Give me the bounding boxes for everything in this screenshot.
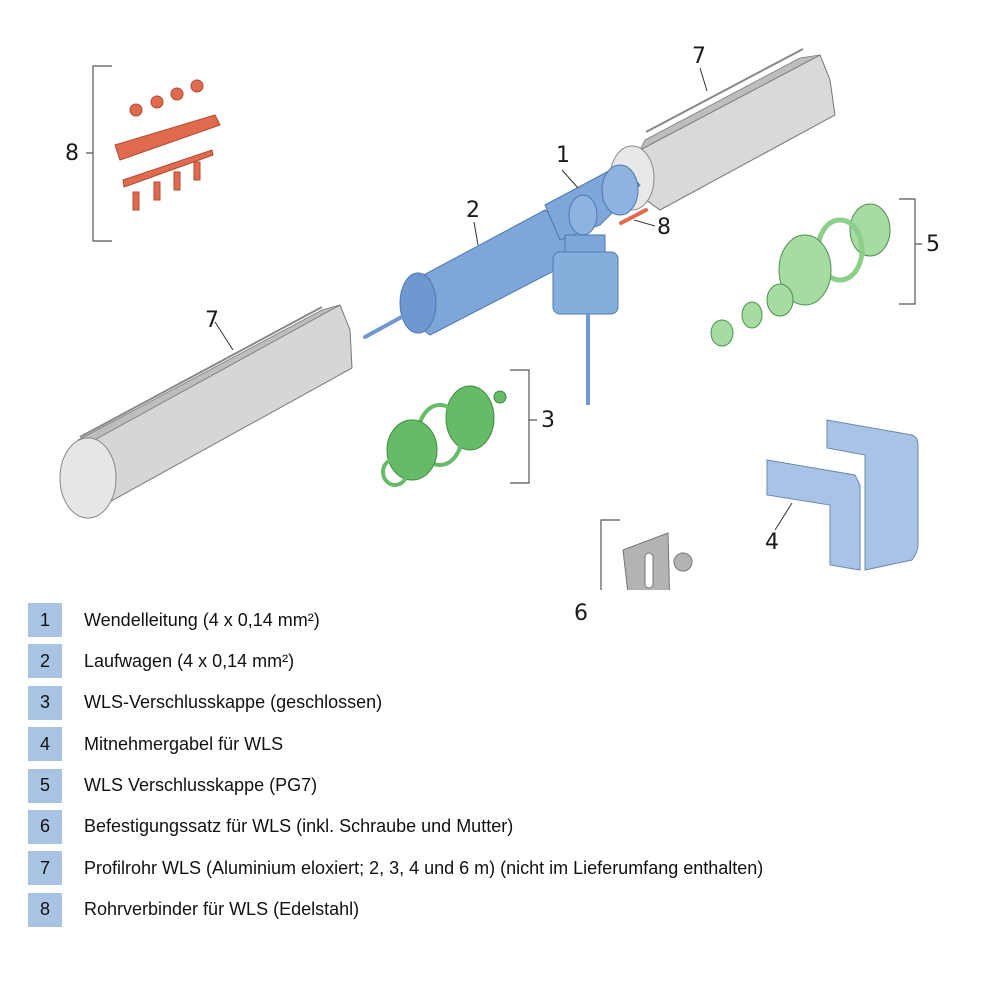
legend-label: WLS Verschlusskappe (PG7): [84, 775, 318, 796]
leader-7-top: [699, 67, 708, 92]
callout-5: 5: [926, 232, 940, 257]
legend-number-badge: 6: [28, 809, 62, 844]
driver-fork: [766, 419, 919, 571]
legend-item: 6 Befestigungssatz für WLS (inkl. Schrau…: [28, 809, 988, 844]
legend-number-badge: 2: [28, 644, 62, 679]
bracket-8: [86, 65, 112, 242]
legend-item: 3 WLS-Verschlusskappe (geschlossen): [28, 685, 988, 720]
exploded-view-diagram: [59, 48, 922, 590]
legend-number-badge: 5: [28, 768, 62, 803]
callout-4: 4: [765, 530, 779, 555]
legend-number-badge: 1: [28, 603, 62, 637]
carriage: [544, 164, 641, 405]
legend-label: Laufwagen (4 x 0,14 mm²): [84, 650, 295, 671]
legend-number-badge: 4: [28, 727, 62, 762]
cap-pg7: [710, 203, 891, 347]
connector-set: [114, 79, 221, 211]
callout-3: 3: [541, 408, 555, 433]
legend-item: 4 Mitnehmergabel für WLS: [28, 727, 988, 762]
bracket-5: [899, 198, 922, 305]
legend-item: 2 Laufwagen (4 x 0,14 mm²): [28, 644, 988, 679]
cap-closed: [381, 385, 507, 487]
profile-tube-left: [59, 304, 353, 519]
legend-number-badge: 7: [28, 851, 62, 886]
legend-label: Rohrverbinder für WLS (Edelstahl): [84, 899, 360, 920]
legend-label: Befestigungssatz für WLS (inkl. Schraube…: [84, 816, 514, 837]
legend-item: 8 Rohrverbinder für WLS (Edelstahl): [28, 892, 988, 927]
legend-number-badge: 8: [28, 892, 62, 927]
leader-2: [473, 221, 479, 246]
leader-7-left: [214, 321, 234, 351]
bracket-6: [600, 519, 620, 590]
legend-label: Wendelleitung (4 x 0,14 mm²): [84, 609, 320, 630]
leader-4: [774, 502, 793, 531]
callout-6: 6: [574, 601, 588, 626]
legend-item: 1 Wendelleitung (4 x 0,14 mm²): [28, 603, 988, 637]
callout-2: 2: [466, 198, 480, 223]
callout-7-top: 7: [692, 44, 706, 69]
callout-8-set: 8: [65, 141, 79, 166]
parts-legend: 1 Wendelleitung (4 x 0,14 mm²) 2 Laufwag…: [28, 603, 988, 934]
legend-number-badge: 3: [28, 685, 62, 720]
callout-1: 1: [556, 143, 570, 168]
profile-tube-top: [609, 48, 836, 211]
legend-label: Profilrohr WLS (Aluminium eloxiert; 2, 3…: [84, 857, 764, 878]
callout-8-pin: 8: [657, 215, 671, 240]
legend-item: 7 Profilrohr WLS (Aluminium eloxiert; 2,…: [28, 851, 988, 886]
callout-7-left: 7: [205, 308, 219, 333]
coiled-cable: [363, 209, 576, 339]
connector-pin: [619, 208, 648, 225]
legend-label: Mitnehmergabel für WLS: [84, 733, 284, 754]
mounting-set: [622, 532, 693, 590]
legend-label: WLS-Verschlusskappe (geschlossen): [84, 692, 383, 713]
bracket-3: [510, 369, 537, 484]
leader-8-pin: [633, 219, 656, 227]
legend-item: 5 WLS Verschlusskappe (PG7): [28, 768, 988, 803]
leader-1: [561, 169, 579, 189]
